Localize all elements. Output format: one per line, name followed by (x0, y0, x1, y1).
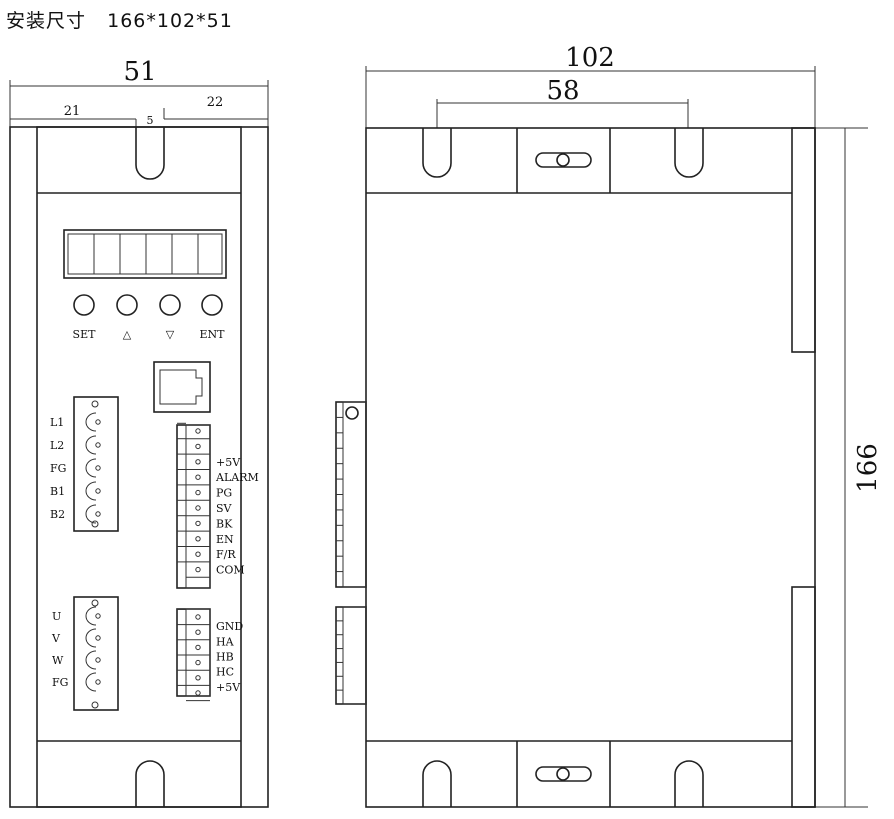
signal-terminal-label: BK (216, 517, 233, 530)
signal-terminal (176, 424, 211, 589)
hall-terminal-label: HB (216, 651, 234, 664)
button-up-label: △ (123, 328, 132, 341)
power-terminal-label: FG (50, 462, 66, 475)
signal-terminal-label: PG (216, 487, 232, 500)
hall-terminal-label: HC (216, 666, 234, 679)
signal-terminal-label: ALARM (215, 471, 259, 484)
signal-terminal-label: EN (216, 533, 234, 546)
dim-right-offset: 22 (207, 95, 224, 110)
motor-terminal-pins: UVW FG (51, 606, 101, 692)
power-terminal-label: B1 (50, 485, 65, 498)
dim-left-offset: 21 (64, 104, 81, 119)
signal-terminal-label: COM (216, 564, 245, 577)
motor-terminal-label: U (52, 610, 61, 623)
signal-terminal-label: SV (216, 502, 233, 515)
title: 安装尺寸 166*102*51 (6, 10, 233, 32)
motor-terminal-label: V (51, 632, 61, 645)
dim-height: 166 (853, 443, 883, 493)
hall-terminal-label: HA (216, 635, 235, 648)
power-terminal-label: L2 (50, 439, 64, 452)
motor-terminal (73, 596, 119, 711)
front-view: 51 21 5 22 SET △ ▽ ENT (9, 57, 269, 808)
hall-terminal (176, 608, 211, 697)
power-terminal-label: B2 (50, 508, 65, 521)
button-set-label: SET (73, 328, 97, 341)
motor-terminal-label: FG (52, 676, 68, 689)
side-view: 102 58 166 (335, 43, 883, 808)
power-terminal-label: L1 (50, 416, 64, 429)
dim-front-width: 51 (123, 57, 156, 87)
motor-terminal-label: W (52, 654, 64, 667)
hall-terminal-pins: GND HA HB HC +5V (177, 608, 243, 702)
dim-slot-gap: 5 (147, 114, 154, 127)
button-down-label: ▽ (166, 328, 175, 341)
signal-terminal-label: +5V (216, 456, 241, 469)
dim-hole-spacing: 58 (546, 76, 579, 106)
dim-depth: 102 (565, 43, 615, 73)
hall-terminal-label: GND (216, 620, 243, 633)
signal-terminal-label: F/R (216, 548, 236, 561)
button-ent-label: ENT (200, 328, 226, 341)
hall-terminal-label: +5V (216, 681, 241, 694)
power-terminal (73, 396, 119, 532)
signal-terminal-pins: +5V ALARM PG SV BK EN F/R COM (177, 422, 259, 578)
